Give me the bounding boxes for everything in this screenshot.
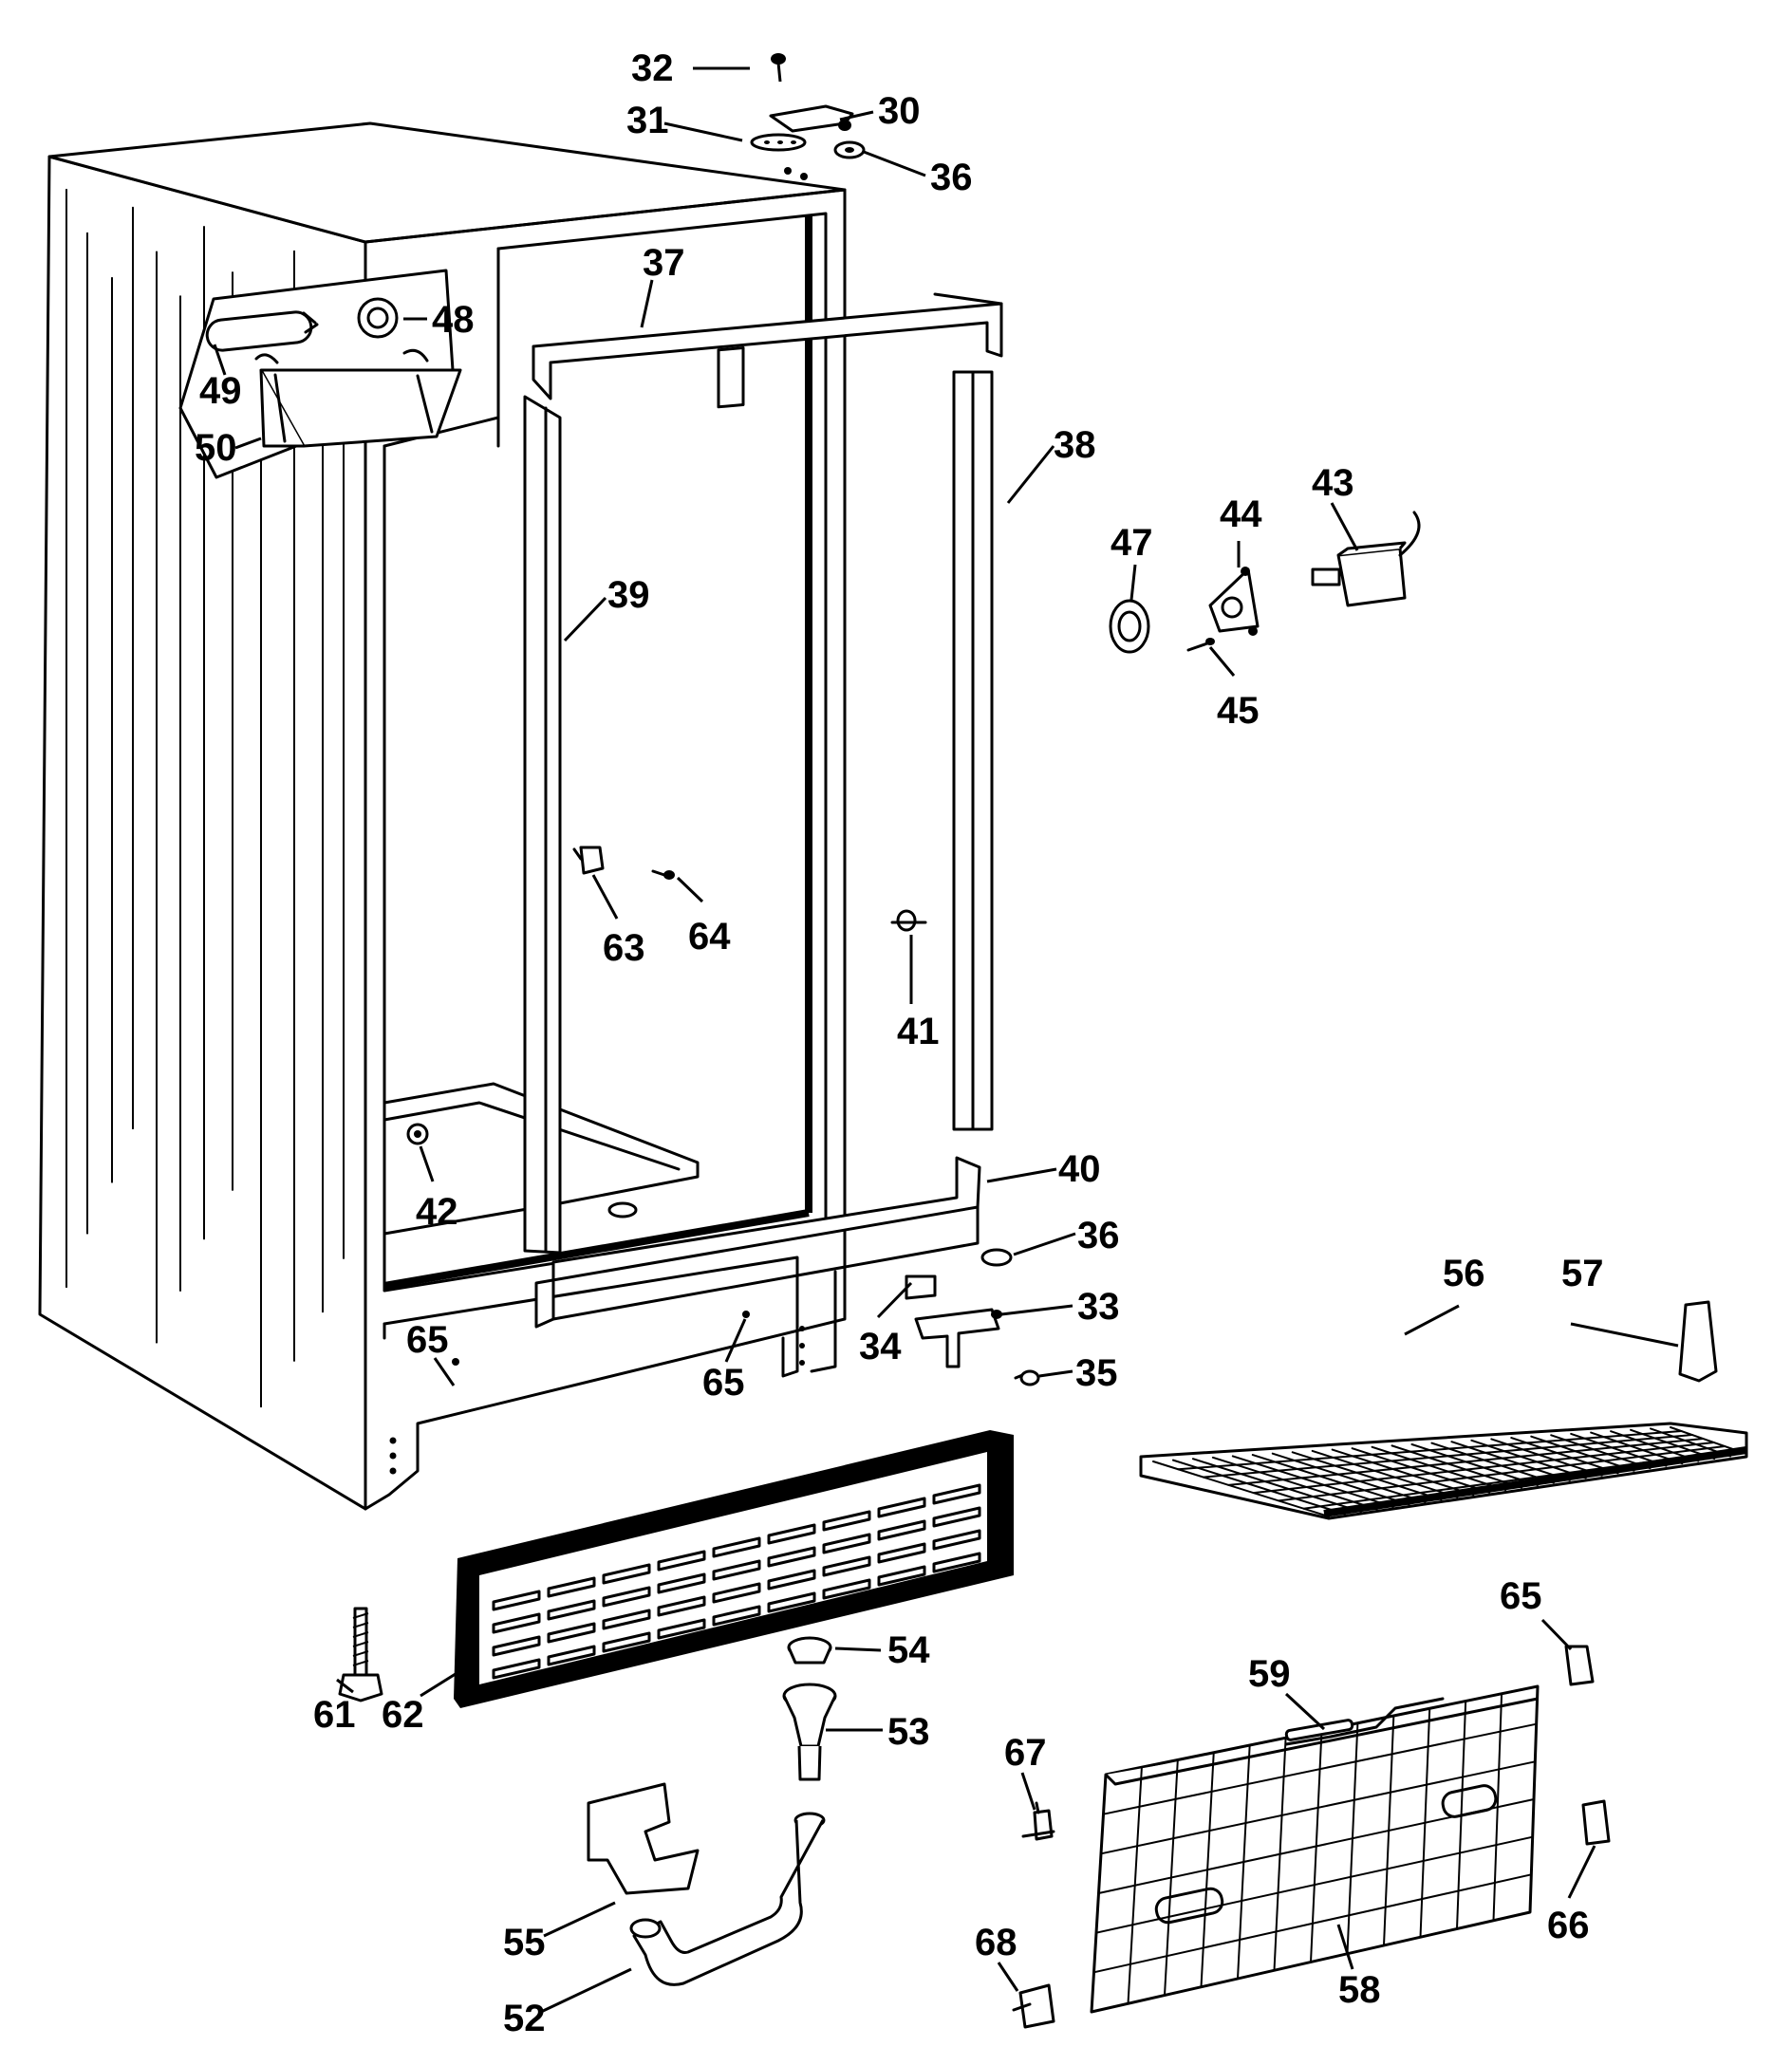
callout-49: 49 bbox=[199, 370, 242, 412]
callout-68: 68 bbox=[975, 1922, 1017, 1963]
wire-shelf bbox=[1139, 1300, 1748, 1520]
callout-56: 56 bbox=[1443, 1253, 1485, 1294]
callout-43: 43 bbox=[1312, 462, 1354, 504]
callout-65-right: 65 bbox=[1500, 1575, 1542, 1617]
callout-66: 66 bbox=[1547, 1905, 1590, 1946]
callout-53: 53 bbox=[887, 1711, 930, 1753]
callout-65-left: 65 bbox=[406, 1319, 449, 1361]
callout-47: 47 bbox=[1111, 522, 1153, 564]
callout-37: 37 bbox=[643, 242, 685, 284]
base-grille bbox=[454, 1430, 1014, 1708]
callout-36-bottom: 36 bbox=[1077, 1215, 1120, 1256]
callout-36-top: 36 bbox=[930, 157, 973, 198]
callout-62: 62 bbox=[382, 1694, 424, 1736]
bottom-hinge bbox=[905, 1248, 1040, 1386]
callout-50: 50 bbox=[195, 427, 237, 469]
callout-42: 42 bbox=[416, 1191, 458, 1233]
callout-32: 32 bbox=[631, 47, 674, 89]
callout-30: 30 bbox=[878, 90, 921, 132]
callout-34: 34 bbox=[859, 1326, 902, 1367]
callout-55: 55 bbox=[503, 1922, 546, 1963]
callout-61: 61 bbox=[313, 1694, 356, 1736]
accessory-panel bbox=[178, 269, 462, 479]
callout-31: 31 bbox=[626, 100, 669, 141]
callout-58: 58 bbox=[1338, 1969, 1381, 2011]
callout-35: 35 bbox=[1075, 1352, 1118, 1394]
callout-33: 33 bbox=[1077, 1286, 1120, 1328]
callout-63: 63 bbox=[603, 927, 645, 969]
leader-lines bbox=[213, 66, 1679, 2014]
top-hinge bbox=[750, 53, 866, 159]
callout-44: 44 bbox=[1220, 493, 1262, 535]
leveling-leg bbox=[338, 1607, 383, 1702]
small-parts bbox=[406, 846, 927, 1145]
callout-45: 45 bbox=[1217, 690, 1260, 732]
callout-65-center: 65 bbox=[702, 1362, 745, 1404]
callout-39: 39 bbox=[607, 574, 650, 616]
gasket-frame bbox=[523, 292, 1003, 1329]
callout-57: 57 bbox=[1561, 1253, 1604, 1294]
callout-labels: 32 31 30 36 37 48 49 50 38 47 44 43 45 3… bbox=[195, 47, 1604, 2039]
basket-clips bbox=[1012, 1645, 1611, 2029]
wire-basket bbox=[1090, 1684, 1540, 2014]
callout-54: 54 bbox=[887, 1629, 930, 1671]
control-parts bbox=[1109, 511, 1421, 654]
callout-67: 67 bbox=[1004, 1732, 1047, 1774]
callout-38: 38 bbox=[1054, 424, 1096, 466]
callout-64: 64 bbox=[688, 916, 731, 958]
callout-40: 40 bbox=[1058, 1148, 1101, 1190]
callout-41: 41 bbox=[897, 1011, 940, 1052]
callout-52: 52 bbox=[503, 1998, 546, 2039]
callout-59: 59 bbox=[1248, 1653, 1291, 1695]
drain-parts bbox=[587, 1636, 837, 1986]
callout-48: 48 bbox=[432, 299, 475, 341]
